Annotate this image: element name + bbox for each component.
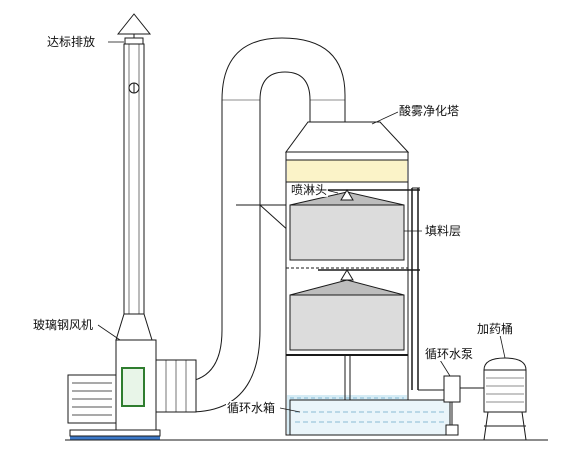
label-tower: 酸雾净化塔 (398, 104, 461, 118)
upper-packing-layer (289, 204, 405, 261)
riser-pipe (411, 187, 420, 390)
arch-outer (221, 37, 346, 122)
tank-body (289, 399, 451, 436)
tower-cone-top (285, 121, 410, 153)
label-dosing-bucket: 加药桶 (476, 322, 515, 336)
leader-tower (371, 111, 399, 125)
label-water-tank: 循环水箱 (226, 401, 277, 415)
spray-nozzle (340, 189, 354, 201)
spray-header (318, 189, 420, 281)
stack-cap (116, 13, 152, 35)
duct-outline-descending (221, 100, 261, 330)
bucket-body (483, 369, 527, 413)
dosing-bucket (483, 357, 527, 441)
label-exhaust: 达标排放 (46, 35, 97, 49)
inlet-duct (155, 100, 291, 413)
label-circulation-pump: 循环水泵 (424, 347, 475, 361)
stack-top-ring (124, 37, 144, 45)
stack-transition (115, 313, 153, 341)
outlet-arch-duct (221, 37, 346, 122)
fan-base (69, 429, 161, 437)
duct-support-strut (259, 204, 291, 233)
leader-water-tank (279, 407, 301, 413)
exhaust-stack (115, 13, 153, 341)
spray-nozzle (340, 269, 354, 281)
leader-dosing-bucket (499, 334, 506, 359)
pump-body (443, 375, 461, 403)
lower-packing-layer (289, 294, 405, 351)
leader-lines (97, 41, 506, 413)
bucket-lid (483, 357, 527, 371)
fan-assembly (67, 339, 161, 440)
pump-foot (445, 424, 459, 436)
circulation-tank (289, 399, 451, 436)
label-spray-head: 喷淋头 (290, 183, 329, 197)
spray-zone (287, 160, 407, 182)
label-packing: 填料层 (424, 224, 463, 238)
circulation-pump (418, 375, 484, 436)
leader-fan (97, 324, 121, 341)
fan-impeller (121, 367, 145, 407)
leader-pump (439, 359, 451, 377)
arch-inner (259, 71, 311, 122)
label-fan: 玻璃钢风机 (32, 318, 95, 332)
